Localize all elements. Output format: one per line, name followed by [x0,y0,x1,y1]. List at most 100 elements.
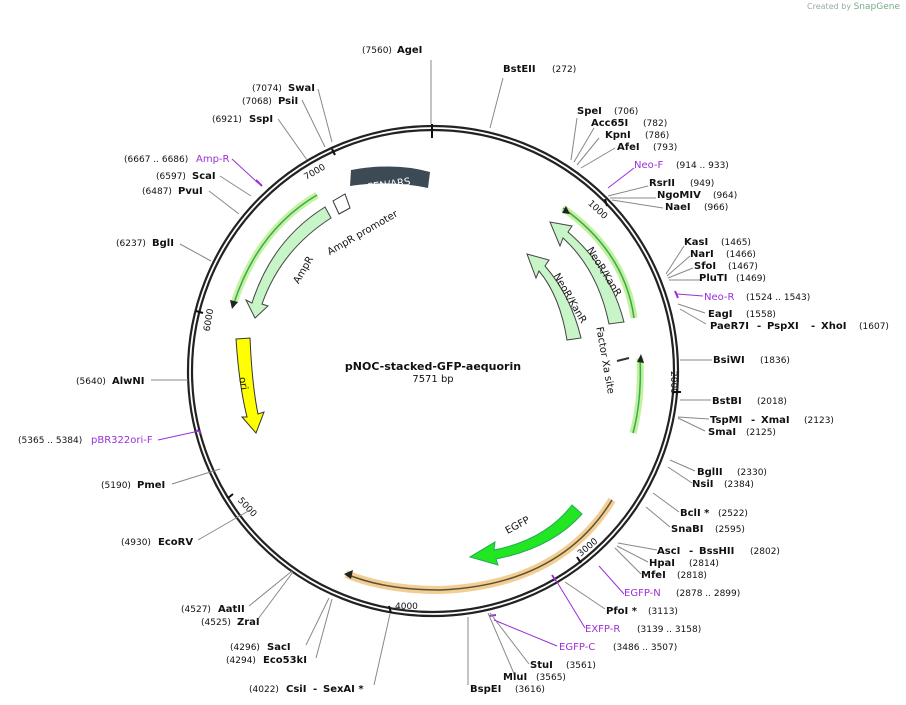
site-pos: (793) [653,143,677,153]
site-name[interactable]: RsrII [649,178,675,189]
site-pos: (4296) [230,643,260,653]
primer-leader-lines [157,158,704,647]
egfp-feature[interactable] [468,504,583,566]
site-name[interactable]: BspEI [470,684,501,695]
site-name[interactable]: CsiI [286,684,306,695]
site-name[interactable]: StuI [530,660,553,671]
small-green-arrowhead [637,354,644,363]
site-name[interactable]: AatII [218,604,245,615]
neor-kanr-outer-feature[interactable] [549,221,625,325]
primer-range: (6667 .. 6686) [124,155,188,165]
site-name[interactable]: Eco53kI [263,655,307,666]
site-name[interactable]: NsiI [692,479,713,490]
site-name[interactable]: PspXI [767,321,799,332]
site-name[interactable]: MluI [503,672,527,683]
site-name[interactable]: HpaI [649,558,675,569]
site-name[interactable]: SspI [249,114,273,125]
site-name[interactable]: SexAI * [323,684,364,695]
site-name[interactable]: EcoRV [158,537,193,548]
site-name[interactable]: PluTI [699,273,727,284]
site-pos: (2802) [750,547,780,557]
site-name[interactable]: KpnI [605,130,631,141]
site-pos: (2814) [689,559,719,569]
site-name[interactable]: XmaI [761,415,790,426]
site-name[interactable]: NarI [690,249,714,260]
snapgene-credit: Created by SnapGene [807,2,900,12]
site-name[interactable]: SmaI [708,427,736,438]
site-pos: (964) [713,191,737,201]
ampr-feature[interactable] [244,206,332,319]
primer-name[interactable]: pBR322ori-F [91,435,153,446]
site-name[interactable]: ScaI [192,171,216,182]
tick-4000: 4000 [395,602,418,612]
ori-label: ori [236,376,249,391]
site-name[interactable]: AlwNI [112,376,145,387]
tick-2000: 2000 [668,371,678,394]
site-pos: (1558) [746,310,776,320]
site-name[interactable]: BstBI [712,396,742,407]
ampr-track [233,194,318,304]
site-pos: (1467) [728,262,758,272]
site-pos: (6487) [142,187,172,197]
site-name[interactable]: BsiWI [713,355,745,366]
site-name[interactable]: TspMI [710,415,742,426]
ampr-promoter-feature[interactable] [332,193,351,215]
site-pos: (1466) [726,250,756,260]
site-name[interactable]: SpeI [577,106,602,117]
site-name[interactable]: SfoI [694,261,716,272]
site-name[interactable]: XhoI [821,321,846,332]
site-pos: (5640) [76,377,106,387]
primer-name[interactable]: EGFP-C [559,642,595,653]
site-name[interactable]: AgeI [397,45,422,56]
site-name[interactable]: PfoI * [606,606,638,617]
site-name[interactable]: AfeI [617,142,640,153]
credit-prefix: Created by [807,2,852,11]
site-pos: (1836) [760,356,790,366]
site-name[interactable]: SacI [267,642,291,653]
site-name[interactable]: KasI [684,237,708,248]
site-name[interactable]: SnaBI [671,524,703,535]
plasmid-name: pNOC-stacked-GFP-aequorin [345,360,521,373]
primer-name[interactable]: EXFP-R [585,624,620,635]
site-name[interactable]: BstEII [503,64,536,75]
primer-name[interactable]: Neo-F [634,160,664,171]
site-name[interactable]: BssHII [699,546,734,557]
site-pos: (6921) [212,115,242,125]
site-name[interactable]: Acc65I [591,118,628,129]
tick-6000: 6000 [203,308,217,333]
site-name[interactable]: NgoMIV [657,190,701,201]
site-pos: (786) [645,131,669,141]
neor-kanr-inner-feature[interactable] [526,253,582,341]
primer-range: (3139 .. 3158) [637,625,701,635]
site-pos: (6597) [156,172,186,182]
site-pos: (4930) [121,538,151,548]
site-name[interactable]: ZraI [237,617,260,628]
site-name[interactable]: PaeR7I [710,321,749,332]
site-pos: (2595) [715,525,745,535]
site-name[interactable]: AscI [657,546,680,557]
site-name[interactable]: PvuI [178,186,203,197]
site-name[interactable]: BglII [697,467,723,478]
site-pos: (2018) [757,397,787,407]
site-name[interactable]: EagI [708,309,732,320]
cen-ars-feature[interactable] [350,166,430,188]
site-pos: (1607) [859,322,889,332]
ampr-track-arrowhead [230,300,238,309]
site-name[interactable]: NaeI [665,202,691,213]
primer-range: (2878 .. 2899) [676,589,740,599]
primer-name[interactable]: Amp-R [196,154,230,165]
primer-name[interactable]: Neo-R [704,292,735,303]
site-pos: (706) [614,107,638,117]
site-name[interactable]: BclI * [680,508,710,519]
neor-track-arrowhead [562,206,570,214]
site-name[interactable]: PsiI [278,96,298,107]
primer-labels: Neo-F (914 .. 933) Neo-R (1524 .. 1543) … [18,154,810,653]
site-name[interactable]: SwaI [288,83,315,94]
site-name[interactable]: BglI [152,238,174,249]
ori-feature[interactable] [235,337,265,434]
factor-xa-mark [616,357,630,362]
primer-name[interactable]: EGFP-N [624,588,661,599]
site-name[interactable]: MfeI [641,570,666,581]
site-name[interactable]: PmeI [137,480,165,491]
